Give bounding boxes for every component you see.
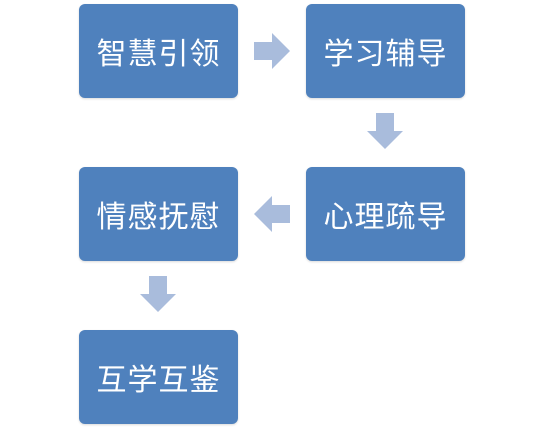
flow-node-2-label: 学习辅导 xyxy=(323,37,448,72)
flow-node-5: 互学互鉴 xyxy=(79,330,238,424)
arrow-left-icon xyxy=(254,196,290,232)
arrow-down-icon xyxy=(140,276,176,312)
flow-node-4-label: 情感抚慰 xyxy=(96,200,221,235)
flow-node-2: 学习辅导 xyxy=(306,4,465,98)
flow-node-3: 心理疏导 xyxy=(306,167,465,261)
flow-node-3-label: 心理疏导 xyxy=(323,200,448,235)
flow-node-1: 智慧引领 xyxy=(79,4,238,98)
flow-node-5-label: 互学互鉴 xyxy=(96,363,221,398)
flow-node-1-label: 智慧引领 xyxy=(96,37,221,72)
arrow-down-icon xyxy=(367,113,403,149)
arrow-right-icon xyxy=(254,33,290,69)
flow-node-4: 情感抚慰 xyxy=(79,167,238,261)
